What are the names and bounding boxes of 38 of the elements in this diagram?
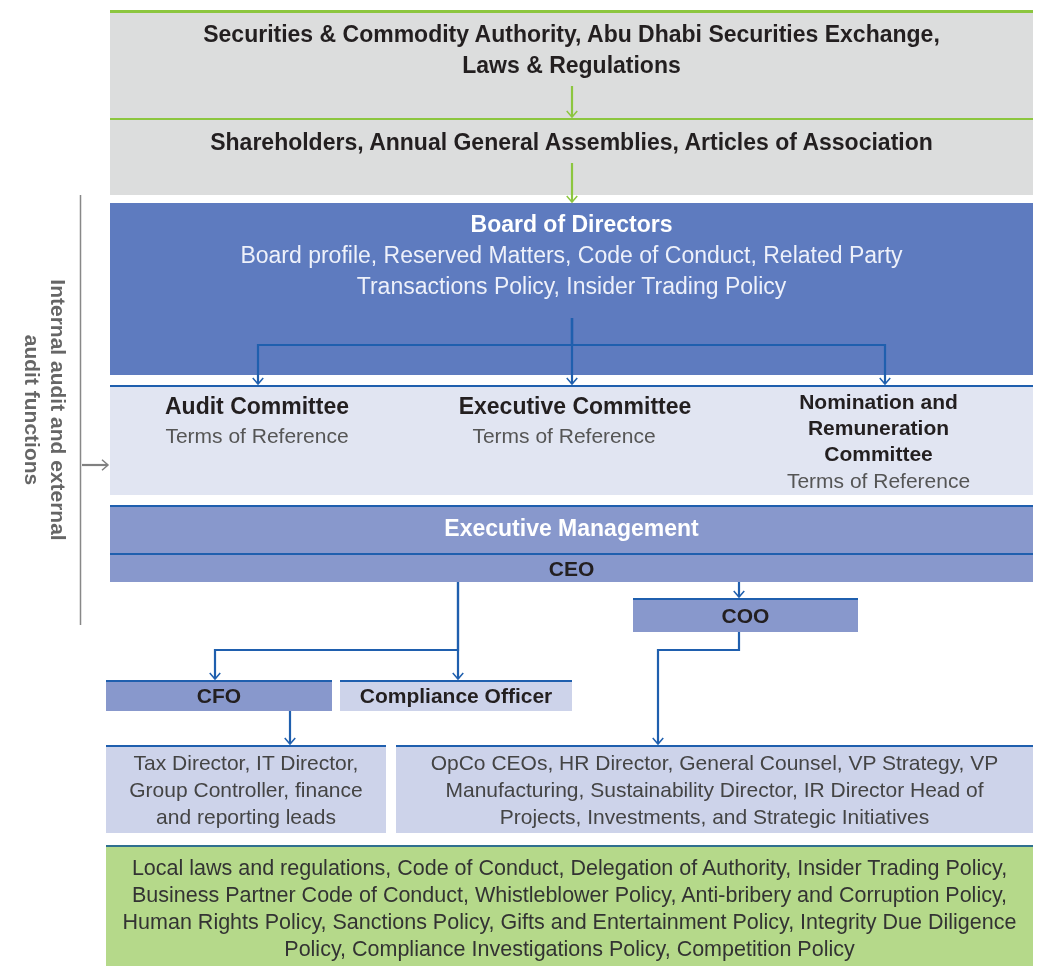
heading: Executive Committee — [458, 392, 692, 421]
heading: Board of Directors — [470, 210, 673, 239]
heading: Shareholders, Annual General Assemblies, Articles of Association — [210, 128, 933, 157]
heading: OpCo CEOs, HR Director, General Counsel, VP Strategy, VP Manufacturing, Sustainability Director, IR Director Head of Projects, Investments, and Strategic Initiatives — [429, 750, 1000, 830]
heading: Compliance Officer — [359, 683, 553, 709]
coo-bar — [633, 598, 858, 632]
heading: CFO — [196, 683, 242, 709]
heading: Tax Director, IT Director, Group Controller, finance and reporting leads — [128, 750, 364, 830]
arrow — [652, 632, 741, 745]
committee-panel — [110, 385, 404, 495]
description: Terms of Reference — [472, 423, 656, 449]
description: Terms of Reference — [786, 468, 971, 494]
arrow — [452, 582, 464, 680]
description: Board profile, Reserved Matters, Code of Conduct, Related Party Transactions Policy, Insider Trading Policy — [239, 241, 904, 301]
reports-box — [106, 745, 386, 833]
reports-box — [396, 745, 1033, 833]
arrow — [733, 582, 745, 598]
management-band — [110, 505, 1033, 582]
heading: CEO — [548, 555, 595, 582]
heading: Executive Management — [444, 514, 699, 543]
shareholders-band — [110, 118, 1033, 195]
heading: Internal audit and external audit functions — [20, 278, 71, 543]
heading: COO — [721, 603, 770, 629]
authority-band — [110, 10, 1033, 118]
heading: Audit Committee — [165, 392, 349, 421]
description: Terms of Reference — [165, 423, 349, 449]
cfo-bar — [106, 680, 332, 711]
board-panel — [110, 203, 1033, 375]
arrow — [570, 318, 891, 385]
compliance-bar — [340, 680, 572, 711]
heading: Local laws and regulations, Code of Conduct, Delegation of Authority, Insider Trading Policy, Business Partner Code of Conduct, Whistleblower Policy, Anti-bribery and Corruption Policy, Human Rights Policy, Sanctions Policy, Gifts and Entertainment Policy, Integrity Due Diligence Policy, Compliance Investigations Policy, Competition Policy — [121, 855, 1018, 963]
heading: Securities & Commodity Authority, Abu Dhabi Securities Exchange, Laws & Regulations — [202, 20, 941, 80]
heading: Nomination and Remuneration Committee — [798, 389, 959, 467]
arrow — [566, 86, 578, 118]
arrow — [566, 163, 578, 203]
committee-panel — [724, 385, 1033, 495]
arrow — [284, 711, 296, 745]
arrow — [82, 459, 109, 471]
